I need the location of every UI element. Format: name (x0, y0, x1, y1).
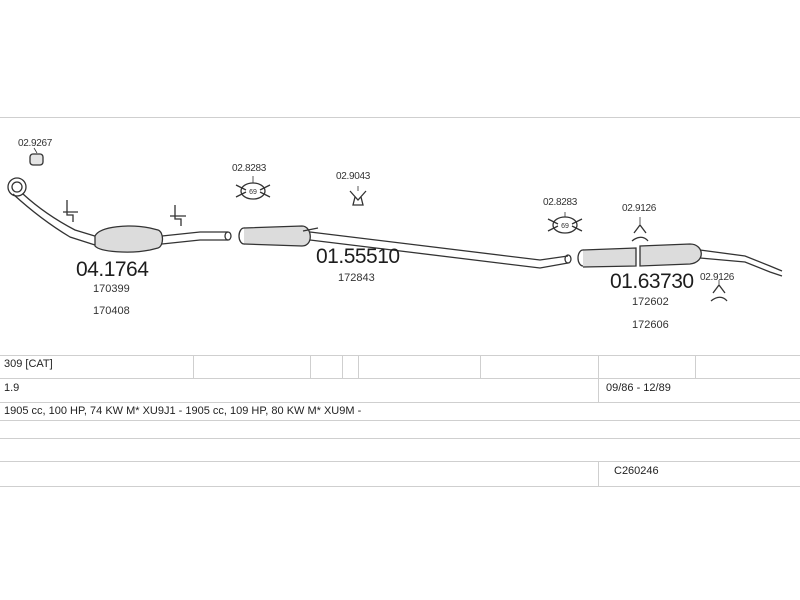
grid-line-5 (0, 438, 800, 439)
grid-line-6 (0, 461, 800, 462)
clamp-badge-1: 69 (249, 189, 257, 196)
part-code-mid: 01.55510 (316, 245, 400, 268)
front-hanger-left (63, 200, 78, 222)
accessory-mid-hanger: 02.9043 (336, 171, 371, 182)
part-ref-front-1: 170399 (93, 283, 130, 295)
accessory-mid-clamp-2: 02.8283 (543, 197, 578, 208)
grid-line-1 (0, 355, 800, 356)
exhaust-diagram: 69 69 (7, 147, 783, 302)
grid-line-2 (0, 378, 800, 379)
rear-hanger-2-icon (710, 283, 728, 302)
part-ref-front-2: 170408 (93, 305, 130, 317)
accessory-mid-clamp-1: 02.8283 (232, 163, 267, 174)
mid-long-pipe (309, 231, 569, 261)
mid-silencer-shape (243, 225, 311, 247)
tail-pipe (699, 249, 783, 272)
front-downpipe (12, 193, 96, 246)
mid-hanger-icon (349, 190, 367, 206)
engine-size: 1.9 (4, 382, 20, 394)
catalytic-converter-shape (94, 225, 164, 253)
date-range: 09/86 - 12/89 (606, 382, 671, 394)
engine-spec: 1905 cc, 100 HP, 74 KW M* XU9J1 - 1905 c… (4, 405, 362, 417)
part-code-front: 04.1764 (76, 258, 149, 281)
accessory-rear-hanger-2: 02.9126 (700, 272, 735, 283)
clamp-badge-2: 69 (561, 223, 569, 230)
front-outlet-pipe (161, 231, 228, 237)
front-flange-icon (7, 177, 27, 197)
model-label: 309 [CAT] (4, 358, 53, 370)
front-hanger-right (170, 205, 186, 226)
part-ref-rear-1: 172602 (632, 296, 669, 308)
rear-silencer-shape (639, 243, 702, 267)
mid-clamp-2-icon (547, 216, 583, 234)
top-border (0, 117, 800, 118)
part-ref-rear-2: 172606 (632, 319, 669, 331)
front-clamp-icon (29, 153, 44, 166)
grid-line-3 (0, 402, 800, 403)
catalog-ref: C260246 (614, 465, 659, 477)
rear-silencer-front-chamber (582, 247, 637, 268)
part-ref-mid-1: 172843 (338, 272, 375, 284)
accessory-front-clamp: 02.9267 (18, 138, 53, 149)
part-code-rear: 01.63730 (610, 270, 694, 293)
grid-line-4 (0, 420, 800, 421)
rear-hanger-1-icon (631, 223, 649, 242)
grid-line-7 (0, 486, 800, 487)
accessory-rear-hanger-1: 02.9126 (622, 203, 657, 214)
